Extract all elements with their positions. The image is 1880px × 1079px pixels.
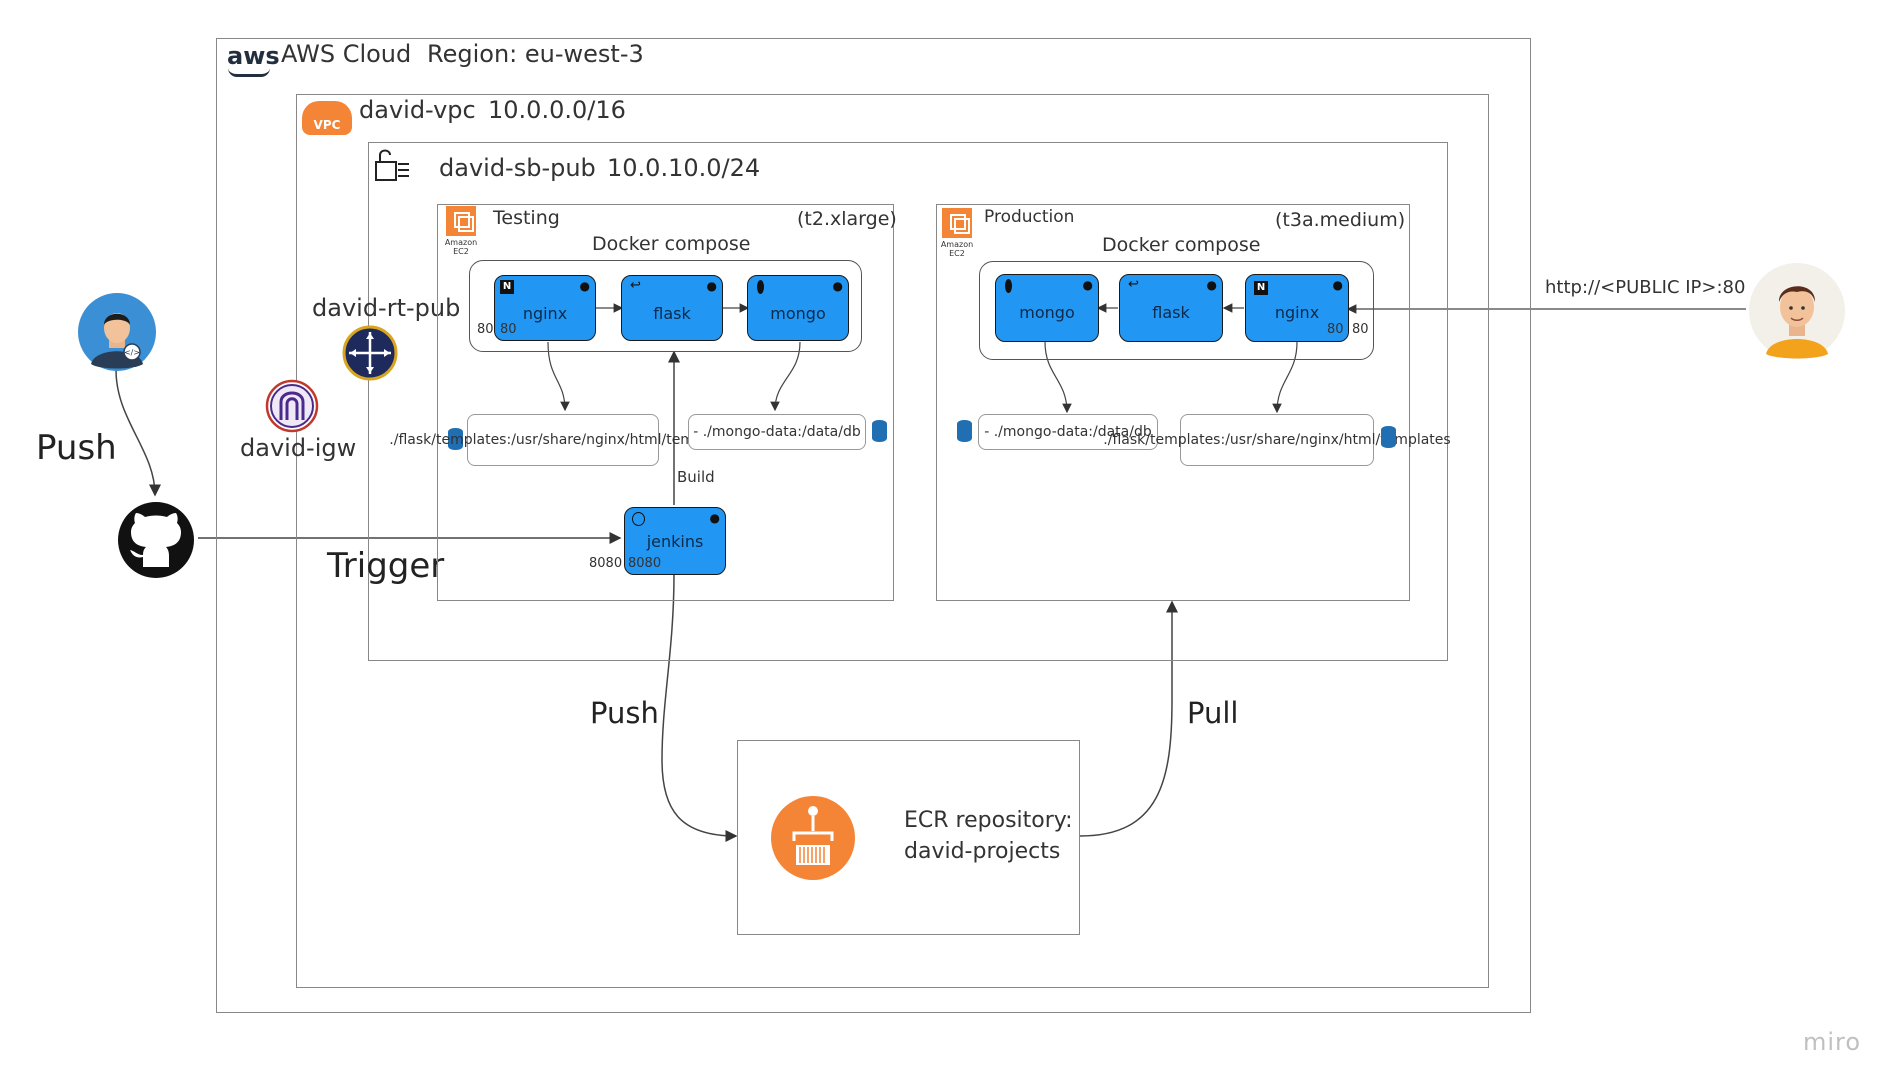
- docker-icon: ●: [709, 511, 720, 525]
- production-title: Production: [984, 207, 1075, 227]
- push-label-left: Push: [36, 428, 117, 468]
- subnet-name: david-sb-pub: [439, 154, 596, 182]
- service-label: nginx: [522, 304, 568, 323]
- service-label: nginx: [1274, 303, 1320, 322]
- production-ec2-small-label: Amazon EC2: [940, 240, 974, 258]
- production-ec2-box: [936, 204, 1410, 601]
- testing-ec2-icon: [446, 206, 476, 236]
- docker-icon: ●: [1206, 278, 1217, 292]
- igw-name: david-igw: [240, 434, 357, 462]
- service-label: mongo: [1019, 303, 1075, 322]
- testing-nginx-volume: ./flask/templates:/usr/share/nginx/html/…: [389, 414, 737, 466]
- svg-text:</>: </>: [124, 348, 140, 357]
- production-mongo-service[interactable]: ● mongo: [995, 274, 1099, 342]
- testing-nginx-service[interactable]: N ● nginx: [494, 275, 596, 341]
- rt-name: david-rt-pub: [312, 294, 461, 322]
- docker-icon: ●: [579, 279, 590, 293]
- github-icon[interactable]: [117, 501, 195, 579]
- production-ec2-icon: [942, 208, 972, 238]
- production-nginx-volume: ./flask/templates:/usr/share/nginx/html/…: [1103, 414, 1451, 466]
- vpc-cidr: 10.0.0.0/16: [488, 96, 626, 124]
- pull-from-ecr-label: Pull: [1187, 696, 1239, 730]
- service-label: flask: [1152, 303, 1190, 322]
- aws-cloud-box: [216, 38, 1531, 1013]
- service-label: flask: [653, 304, 691, 323]
- region-label: Region: eu-west-3: [427, 40, 644, 68]
- ecr-box[interactable]: [737, 740, 1080, 935]
- nginx-icon: N: [1254, 281, 1268, 295]
- vpc-name: david-vpc: [359, 96, 476, 124]
- production-compose-label: Docker compose: [1102, 234, 1261, 256]
- ecr-title: ECR repository:: [904, 808, 1073, 833]
- production-nginx-service[interactable]: N ● nginx: [1245, 274, 1349, 342]
- push-to-ecr-label: Push: [590, 696, 659, 730]
- pull-from-ecr-line: [1079, 600, 1178, 837]
- prod-mongo-vol-line: [1044, 341, 1072, 414]
- jenkins-port-right: 8080: [628, 556, 662, 571]
- trigger-label: Trigger: [327, 546, 445, 586]
- testing-port-left: 80: [477, 322, 494, 337]
- production-port-right: 80: [1352, 322, 1369, 337]
- testing-ec2-small-label: Amazon EC2: [444, 238, 478, 256]
- router-icon: [342, 325, 398, 381]
- jenkins-service[interactable]: ● jenkins: [624, 507, 726, 575]
- production-mongo-volume-icon: [957, 420, 972, 442]
- production-nginx-volume-icon: [1381, 426, 1396, 448]
- production-port-left: 80: [1327, 322, 1344, 337]
- prod-nginx-vol-line: [1272, 341, 1298, 414]
- testing-port-right: 80: [500, 322, 517, 337]
- aws-cloud-label: AWS Cloud: [281, 40, 412, 68]
- dev-to-github-line: [115, 369, 161, 497]
- production-flask-service[interactable]: ↩ ● flask: [1119, 274, 1223, 342]
- testing-nginx-volume-icon: [448, 428, 463, 450]
- push-to-ecr-line: [661, 573, 738, 842]
- subnet-lock-icon: [375, 149, 409, 181]
- testing-flask-service[interactable]: ↩ ● flask: [621, 275, 723, 341]
- docker-icon: ●: [1082, 278, 1093, 292]
- ecr-repo-name: david-projects: [904, 839, 1061, 864]
- vpc-icon: VPC: [302, 101, 352, 135]
- testing-mongo-volume-icon: [872, 420, 887, 442]
- jenkins-port-left: 8080: [589, 556, 623, 571]
- nginx-icon: N: [500, 280, 514, 294]
- flask-icon: ↩: [630, 278, 641, 293]
- docker-icon: ●: [1332, 278, 1343, 292]
- production-mongo-volume: - ./mongo-data:/data/db: [978, 414, 1158, 450]
- testing-compose-label: Docker compose: [592, 233, 751, 255]
- user-avatar-icon: [1749, 263, 1845, 359]
- miro-watermark: miro: [1803, 1028, 1862, 1056]
- docker-icon: ●: [832, 279, 843, 293]
- testing-mongo-service[interactable]: ● mongo: [747, 275, 849, 341]
- vpc-box: [296, 94, 1489, 988]
- service-label: mongo: [770, 304, 826, 323]
- ecr-icon: [771, 796, 855, 880]
- subnet-cidr: 10.0.10.0/24: [607, 154, 761, 182]
- jenkins-icon: [632, 512, 645, 526]
- build-label: Build: [677, 468, 715, 486]
- testing-compose-group: [469, 260, 862, 352]
- developer-avatar-icon: </>: [78, 293, 156, 371]
- docker-icon: ●: [706, 279, 717, 293]
- flask-icon: ↩: [1128, 277, 1139, 292]
- mongo-leaf-icon: [757, 280, 764, 294]
- subnet-box: [368, 142, 1448, 661]
- aws-smile-icon: [228, 68, 270, 77]
- aws-logo: aws: [227, 42, 280, 70]
- testing-ec2-box: [437, 204, 894, 601]
- testing-instance-type: (t2.xlarge): [797, 208, 897, 230]
- testing-mongo-volume: - ./mongo-data:/data/db: [688, 414, 866, 450]
- test-nginx-vol-line: [547, 341, 570, 412]
- testing-title: Testing: [493, 207, 560, 229]
- public-url-label: http://<PUBLIC IP>:80: [1545, 277, 1746, 298]
- production-instance-type: (t3a.medium): [1275, 209, 1406, 231]
- production-compose-group: [979, 261, 1374, 360]
- igw-icon: [265, 379, 319, 433]
- mongo-leaf-icon: [1005, 279, 1012, 293]
- service-label: jenkins: [646, 532, 704, 551]
